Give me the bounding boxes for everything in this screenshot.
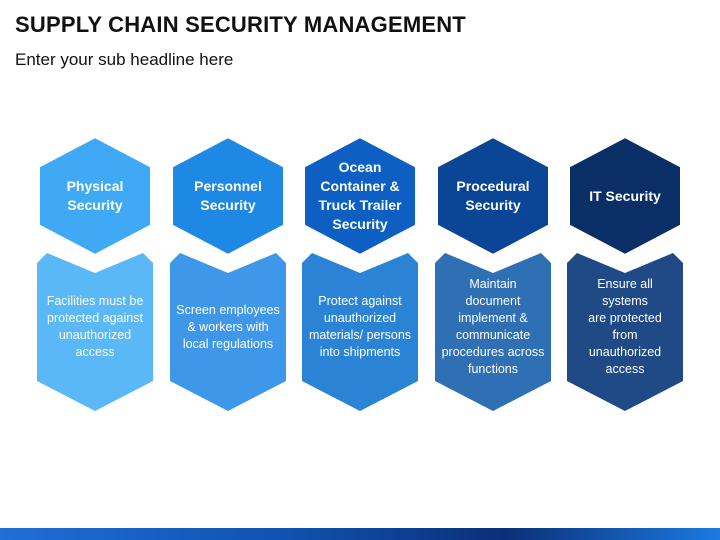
description-box: Facilities must be protected against una… bbox=[37, 253, 153, 411]
bottom-accent-bar bbox=[0, 528, 720, 540]
hexagon-heading: Personnel Security bbox=[194, 178, 262, 213]
description-text: Maintain document implement & communicat… bbox=[441, 277, 545, 376]
security-column: Procedural Security Maintain document im… bbox=[430, 0, 556, 540]
description-text: Screen employees & workers with local re… bbox=[176, 302, 280, 351]
description-box: Maintain document implement & communicat… bbox=[435, 253, 551, 411]
description-text: Ensure all systems are protected from un… bbox=[588, 277, 662, 376]
page-subtitle: Enter your sub headline here bbox=[15, 50, 234, 69]
heading-hexagon: Ocean Container & Truck Trailer Security bbox=[297, 132, 423, 260]
chevron-box-shape bbox=[37, 253, 153, 411]
hexagon-shape bbox=[434, 134, 552, 258]
security-column: IT Security Ensure all systems are prote… bbox=[562, 0, 688, 540]
heading-hexagon: IT Security bbox=[562, 132, 688, 260]
hexagon-shape bbox=[36, 134, 154, 258]
chevron-box-shape bbox=[567, 253, 683, 411]
heading-hexagon: Physical Security bbox=[32, 132, 158, 260]
description-box: Screen employees & workers with local re… bbox=[170, 253, 286, 411]
hexagon-shape bbox=[169, 134, 287, 258]
description-box: Protect against unauthorized materials/ … bbox=[302, 253, 418, 411]
hexagon-heading: Physical Security bbox=[66, 178, 124, 213]
security-column: Personnel Security Screen employees & wo… bbox=[165, 0, 291, 540]
hexagon-heading: Procedural Security bbox=[456, 178, 530, 213]
hexagon-shape bbox=[301, 134, 419, 258]
description-box: Ensure all systems are protected from un… bbox=[567, 253, 683, 411]
hexagon-heading: Ocean Container & Truck Trailer Security bbox=[318, 159, 402, 232]
heading-hexagon: Personnel Security bbox=[165, 132, 291, 260]
chevron-box-shape bbox=[170, 253, 286, 411]
page-title: SUPPLY CHAIN SECURITY MANAGEMENT bbox=[15, 12, 466, 37]
chevron-box-shape bbox=[435, 253, 551, 411]
hexagon-heading: IT Security bbox=[589, 187, 661, 204]
description-text: Protect against unauthorized materials/ … bbox=[308, 294, 412, 359]
security-column: Physical Security Facilities must be pro… bbox=[32, 0, 158, 540]
heading-hexagon: Procedural Security bbox=[430, 132, 556, 260]
hexagon-shape bbox=[566, 134, 684, 258]
security-column: Ocean Container & Truck Trailer Security… bbox=[297, 0, 423, 540]
chevron-box-shape bbox=[302, 253, 418, 411]
description-text: Facilities must be protected against una… bbox=[46, 294, 144, 359]
